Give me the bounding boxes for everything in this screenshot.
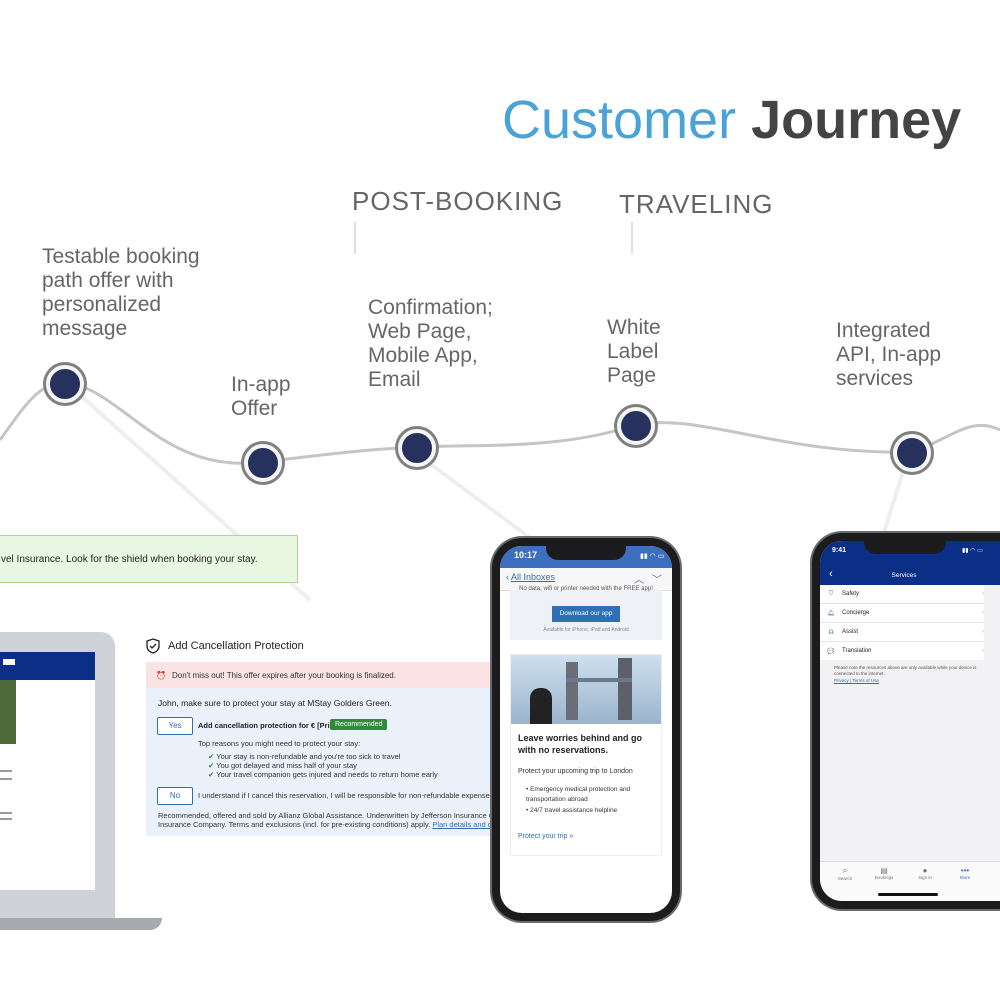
cancellation-heading: Add Cancellation Protection xyxy=(146,638,304,654)
services-list: ⛉Safety› 🛎Concierge› ☊Assist› 💬Translati… xyxy=(820,585,984,660)
services-phone-screen: 9:41 ▮▮ ◠ ▭ ‹ Services ⛉Safety› 🛎Concier… xyxy=(820,541,1000,901)
shield-icon xyxy=(146,638,160,654)
service-item-translation[interactable]: 💬Translation› xyxy=(820,642,984,660)
stage-divider xyxy=(631,222,633,254)
suitcase-icon: ▤ xyxy=(880,866,888,875)
step-label-confirmation: Confirmation; Web Page, Mobile App, Emai… xyxy=(368,296,493,391)
search-icon: ⌕ xyxy=(842,866,848,875)
chevron-right-icon: › xyxy=(982,629,984,635)
chevron-left-icon: ‹ xyxy=(506,572,509,582)
reason-item: ✔ You got delayed and miss half of your … xyxy=(208,761,357,770)
shield-icon: ⛉ xyxy=(828,590,834,597)
chat-icon: 💬 xyxy=(827,648,835,655)
service-item-assist[interactable]: ☊Assist› xyxy=(820,623,984,642)
title-customer: Customer xyxy=(502,90,737,150)
recommended-badge: Recommended xyxy=(330,719,388,730)
reasons-title: Top reasons you might need to protect yo… xyxy=(198,739,361,748)
cancellation-panel xyxy=(146,662,496,836)
yes-option-text: Add cancellation protection for € [Price… xyxy=(198,721,343,730)
signal-icon: ▮▮ ◠ ▭ xyxy=(640,553,665,560)
home-indicator xyxy=(878,893,938,896)
yes-button[interactable]: Yes xyxy=(157,717,193,735)
step-label-booking-path: Testable booking path offer with persona… xyxy=(42,245,200,340)
promo-text: No data, wifi or printer needed with the… xyxy=(519,586,653,592)
title-journey: Journey xyxy=(751,90,962,150)
greeting-text: John, make sure to protect your stay at … xyxy=(158,698,392,708)
no-option-text: I understand if I cancel this reservatio… xyxy=(198,791,496,800)
insurance-banner: vel Insurance. Look for the shield when … xyxy=(0,535,298,583)
bullet-item: • Emergency medical protection and trans… xyxy=(526,786,631,803)
laptop-button xyxy=(3,659,15,665)
chevron-right-icon: › xyxy=(982,610,984,616)
email-headline: Leave worries behind and go with no rese… xyxy=(518,733,643,755)
banner-text: vel Insurance. Look for the shield when … xyxy=(1,553,258,565)
journey-node xyxy=(46,365,84,403)
plan-details-link[interactable]: Plan details and disclosures. xyxy=(432,820,528,829)
tab-search[interactable]: ⌕Search xyxy=(832,866,858,881)
protect-trip-link[interactable]: Protect your trip » xyxy=(518,833,574,840)
services-title: Services xyxy=(891,572,917,579)
protect-title: Protect your upcoming trip to London xyxy=(518,768,633,775)
status-time: 10:17 xyxy=(514,550,538,560)
service-item-concierge[interactable]: 🛎Concierge› xyxy=(820,604,984,623)
london-photo xyxy=(510,654,662,724)
laptop-header xyxy=(0,652,95,680)
chevron-right-icon: › xyxy=(982,648,984,654)
tab-sign-in[interactable]: ●Sign in xyxy=(912,866,938,880)
availability-text: Available for iPhone, iPad and Android xyxy=(543,627,629,633)
tab-more[interactable]: •••More xyxy=(952,866,978,880)
more-icon: ••• xyxy=(960,866,970,875)
bullet-item: • 24/7 travel assistance helpline xyxy=(526,807,618,814)
cancellation-heading-text: Add Cancellation Protection xyxy=(168,640,304,652)
no-button[interactable]: No xyxy=(157,787,193,805)
journey-node xyxy=(398,429,436,467)
services-note: Please note the resources above are only… xyxy=(834,665,977,676)
stage-post-booking: POST-BOOKING xyxy=(352,186,564,216)
reason-item: ✔ Your travel companion gets injured and… xyxy=(208,770,438,779)
journey-node xyxy=(893,434,931,472)
phone-notch xyxy=(546,546,626,560)
status-time: 9:41 xyxy=(832,547,847,554)
fine-print: Recommended, offered and sold by Allianz… xyxy=(158,811,530,820)
email-card xyxy=(510,654,662,856)
journey-node xyxy=(617,407,655,445)
back-link[interactable]: ‹ All Inboxes xyxy=(506,572,556,582)
phone-notch xyxy=(864,541,946,554)
offer-alert-text: Don't miss out! This offer expires after… xyxy=(171,670,396,680)
check-icon: ✔ xyxy=(208,761,215,770)
fine-print: Insurance Company. Terms and exclusions … xyxy=(158,820,528,829)
chevron-up-icon[interactable]: ︿ xyxy=(634,575,644,586)
check-icon: ✔ xyxy=(208,770,215,779)
tab-bookings[interactable]: ▤Bookings xyxy=(871,866,897,880)
laptop-photo xyxy=(0,680,16,744)
headset-icon: ☊ xyxy=(828,629,834,636)
laptop-base xyxy=(0,918,162,930)
stage-traveling: TRAVELING xyxy=(619,189,774,219)
journey-node xyxy=(244,444,282,482)
user-icon: ● xyxy=(922,866,928,875)
stage-divider xyxy=(354,222,356,254)
page-title: Customer Journey xyxy=(502,88,961,153)
back-chevron-icon[interactable]: ‹ xyxy=(829,568,833,580)
signal-icon: ▮▮ ◠ ▭ xyxy=(962,548,983,554)
step-label-white-label: White Label Page xyxy=(607,316,661,387)
chevron-down-icon[interactable]: ﹀ xyxy=(652,575,662,586)
service-item-safety[interactable]: ⛉Safety› xyxy=(820,585,984,604)
check-icon: ✔ xyxy=(208,752,215,761)
email-phone-screen: 10:17 ▮▮ ◠ ▭ ‹ All Inboxes ︿ ﹀ No data, … xyxy=(500,546,672,913)
reason-item: ✔ Your stay is non-refundable and you're… xyxy=(208,752,401,761)
step-label-in-app-offer: In-app Offer xyxy=(231,373,291,420)
privacy-terms-links[interactable]: Privacy | Terms of Use xyxy=(834,678,879,683)
chevron-right-icon: › xyxy=(982,591,984,597)
download-app-button[interactable]: Download our app xyxy=(552,606,620,622)
offer-alert: ⏰ Don't miss out! This offer expires aft… xyxy=(146,662,496,688)
alarm-icon: ⏰ xyxy=(156,670,166,680)
step-label-integrated-api: Integrated API, In-app services xyxy=(836,319,942,390)
bell-icon: 🛎 xyxy=(827,610,835,617)
